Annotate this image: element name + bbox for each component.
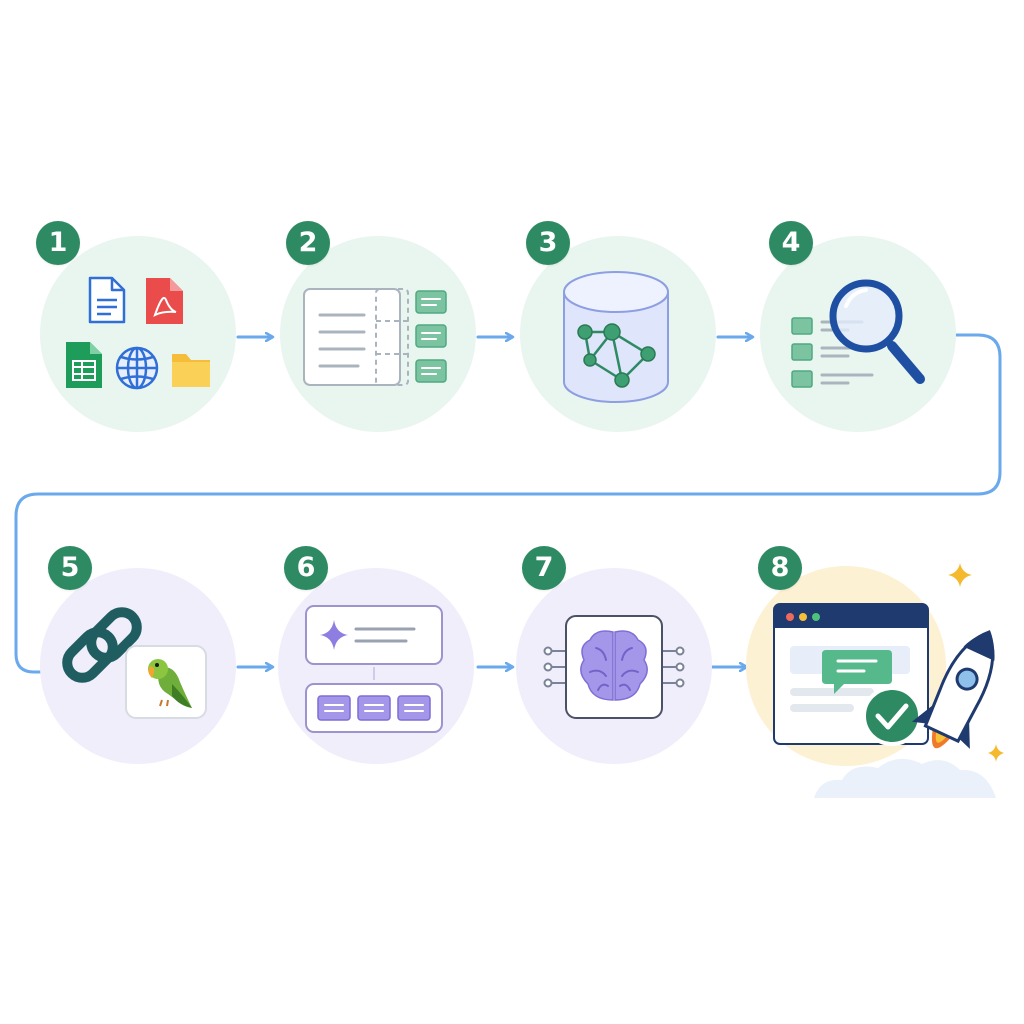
vector-database-icon — [563, 271, 669, 403]
chain-link-icon — [62, 607, 142, 683]
step-4-badge: 4 — [769, 221, 813, 265]
cloud-shape — [814, 758, 996, 798]
arrow-4-5-return — [14, 333, 1002, 672]
step-1-circle — [40, 236, 236, 432]
step-1-badge: 1 — [36, 221, 80, 265]
chat-bubble-icon — [822, 650, 892, 694]
deploy-rocket-icon — [773, 563, 1004, 798]
step-2-badge: 2 — [286, 221, 330, 265]
llm-brain-icon — [543, 615, 685, 719]
check-badge-icon — [862, 686, 922, 746]
sparkle-icons — [948, 563, 1004, 762]
magnifier-icon — [829, 279, 925, 384]
brain-icon — [580, 630, 648, 701]
spreadsheet-icon — [66, 342, 102, 388]
step-7-badge: 7 — [522, 546, 566, 590]
folder-icon — [172, 354, 210, 387]
step-8-badge: 8 — [758, 546, 802, 590]
rocket-icon — [911, 630, 995, 749]
chunk-cards — [415, 290, 447, 383]
document-chunking-icon — [303, 288, 447, 386]
prompt-template-icon — [305, 605, 443, 733]
parrot-icon — [148, 659, 192, 708]
step-5-badge: 5 — [48, 546, 92, 590]
data-sources-icon — [66, 276, 210, 390]
document-icon — [88, 276, 126, 324]
retrieval-search-icon — [791, 279, 925, 388]
chain-link-parrot-icon — [62, 607, 207, 719]
step-6-badge: 6 — [284, 546, 328, 590]
globe-icon — [115, 346, 159, 390]
step-3-badge: 3 — [526, 221, 570, 265]
pdf-icon — [146, 278, 183, 324]
